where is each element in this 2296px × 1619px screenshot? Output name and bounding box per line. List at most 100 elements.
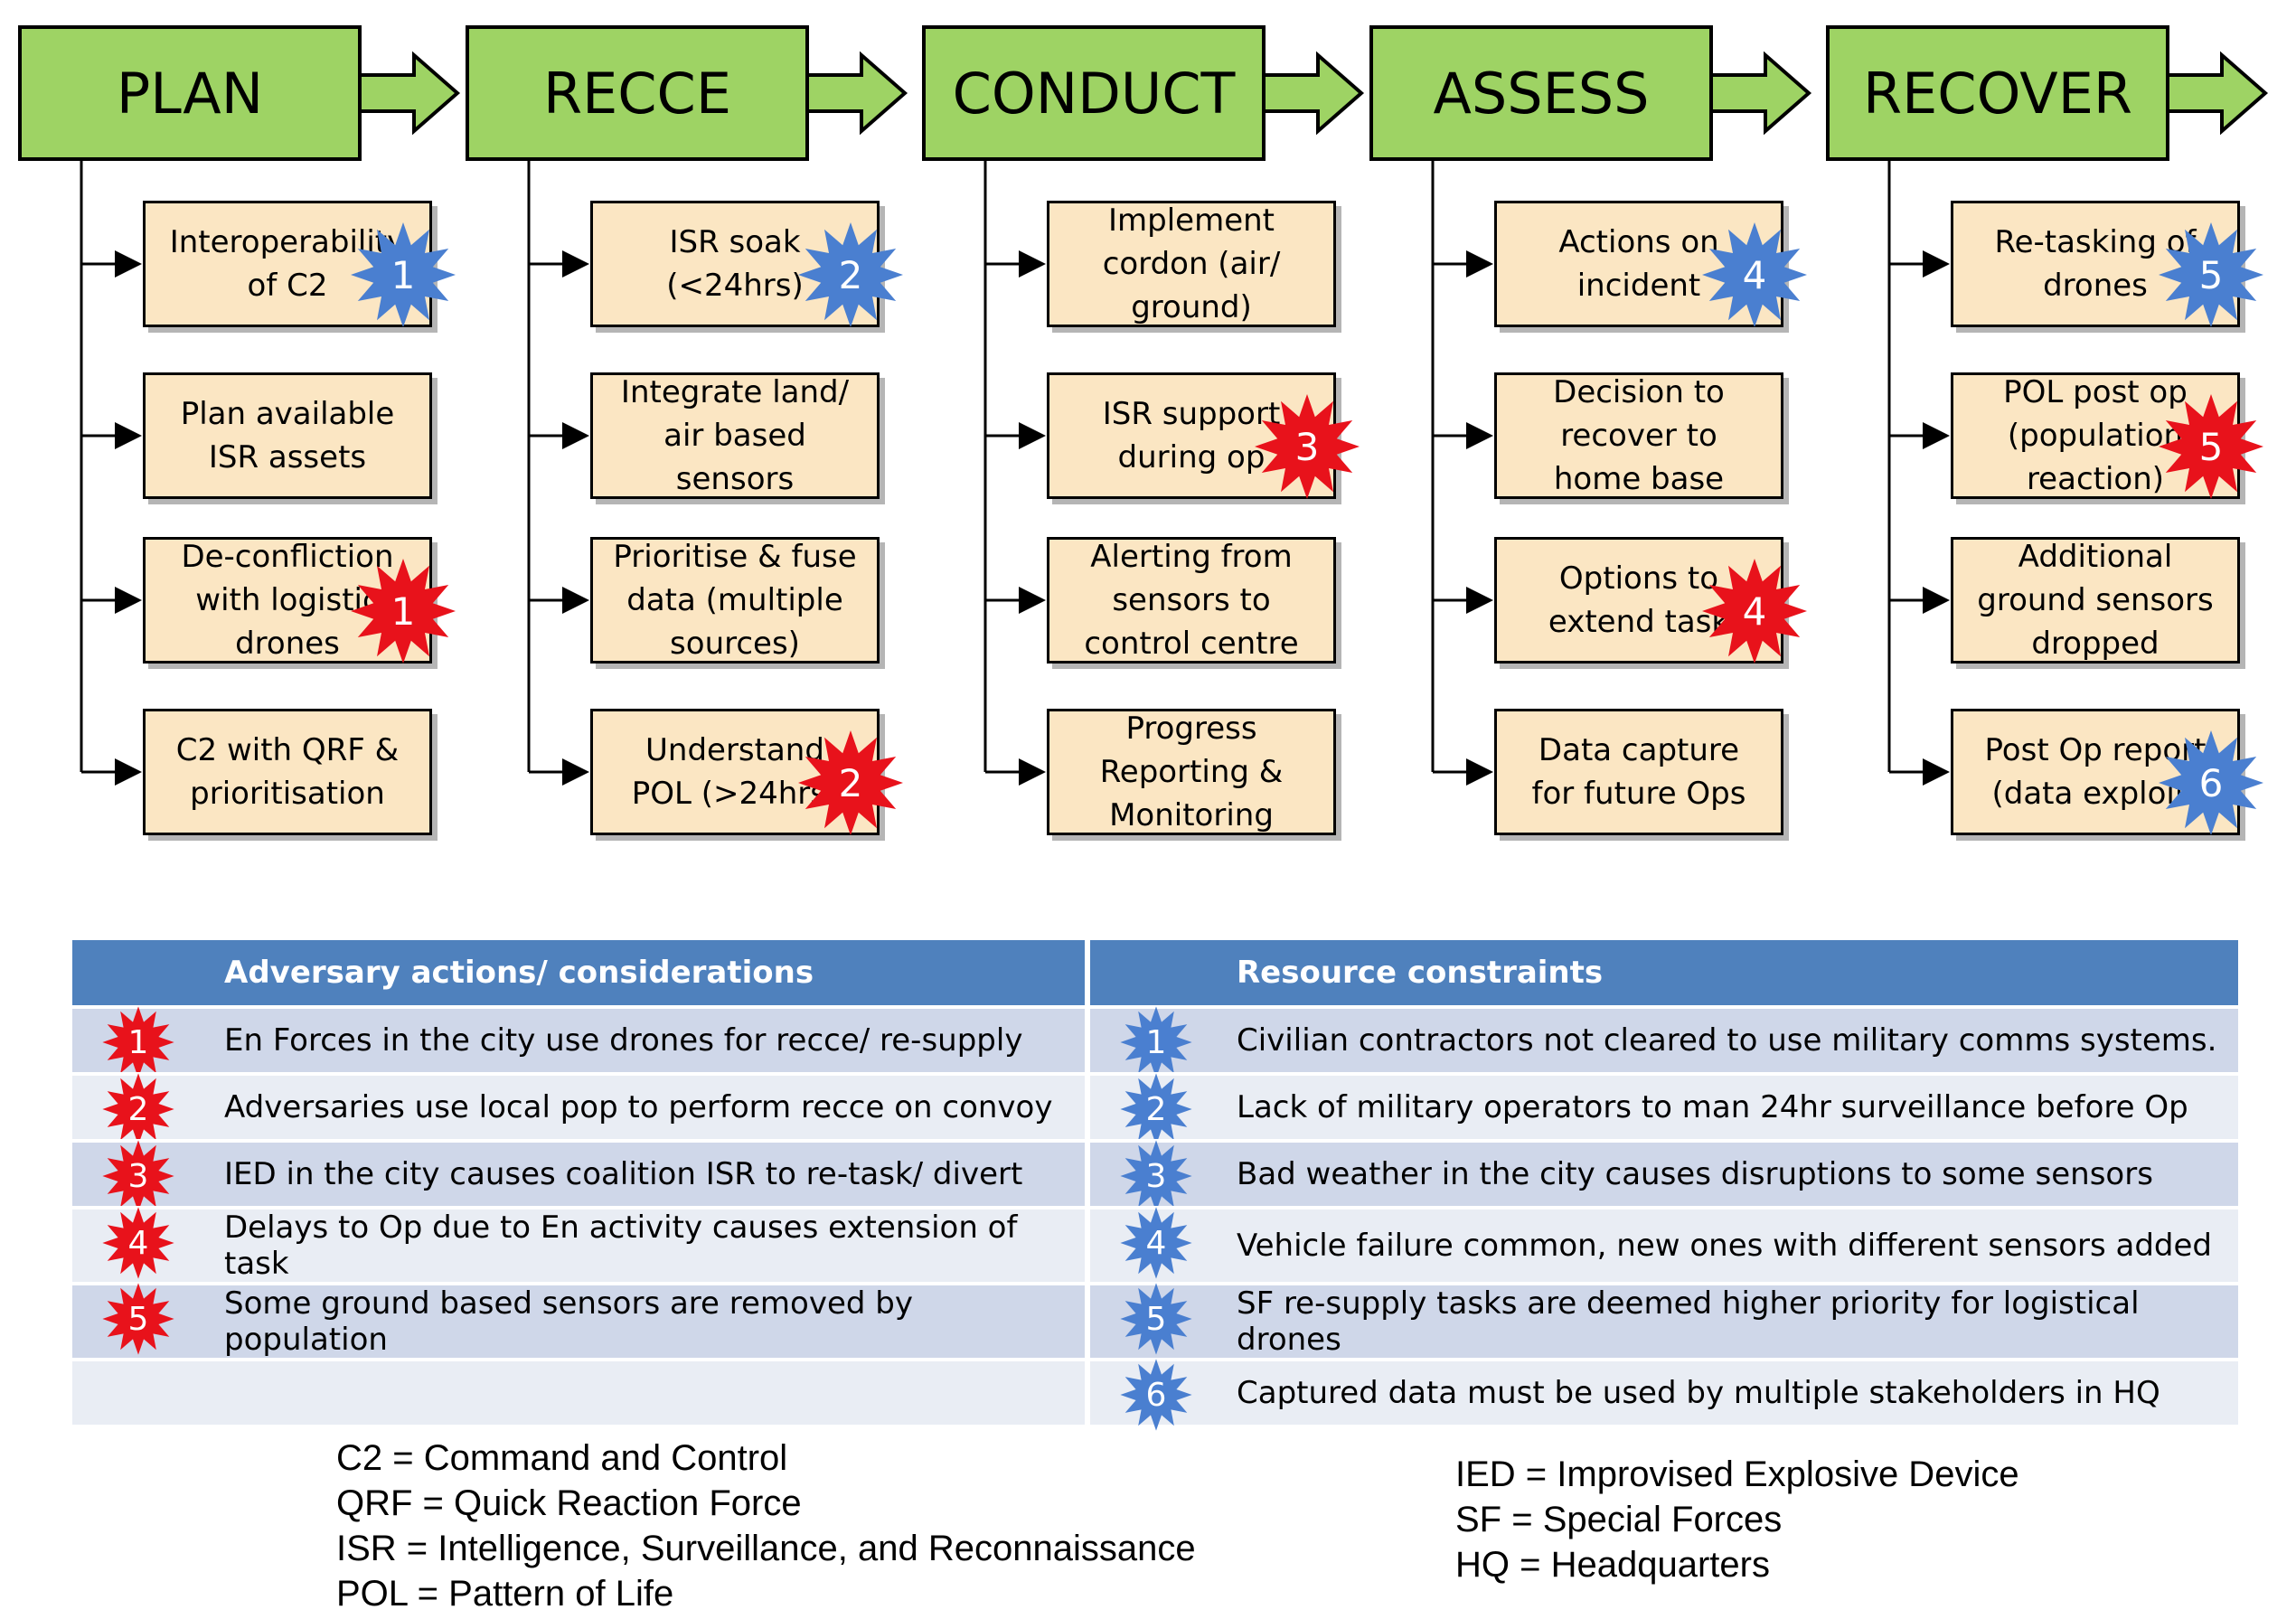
adversary-star-icon: 1 bbox=[349, 557, 457, 665]
phase-arrow bbox=[1260, 51, 1365, 136]
resource-star-icon: 2 bbox=[796, 221, 905, 329]
adversary-text: En Forces in the city use drones for rec… bbox=[199, 1005, 1085, 1072]
adversary-icon-cell: 1 bbox=[72, 1005, 199, 1078]
resource-text: Civilian contractors not cleared to use … bbox=[1211, 1005, 2238, 1072]
adversary-number: 3 bbox=[127, 1157, 149, 1195]
badge-number: 2 bbox=[838, 252, 863, 297]
phase-recover: RECOVER bbox=[1826, 25, 2169, 161]
legend-adversary-header: Adversary actions/ considerations bbox=[199, 940, 1085, 1005]
adversary-star-icon: 2 bbox=[101, 1072, 175, 1146]
adversary-text: Delays to Op due to En activity causes e… bbox=[199, 1206, 1085, 1282]
adversary-star-icon: 5 bbox=[101, 1282, 175, 1356]
adversary-text: IED in the city causes coalition ISR to … bbox=[199, 1139, 1085, 1206]
adversary-text bbox=[199, 1358, 1085, 1425]
abbreviation-sf: SF = Special Forces bbox=[1455, 1500, 1783, 1539]
adversary-text: Adversaries use local pop to perform rec… bbox=[199, 1072, 1085, 1139]
abbreviations-left: C2 = Command and Control QRF = Quick Rea… bbox=[336, 1435, 1196, 1616]
resource-star-icon: 6 bbox=[2157, 729, 2265, 837]
resource-star-icon: 6 bbox=[1119, 1358, 1193, 1432]
resource-icon-cell: 6 bbox=[1085, 1358, 1211, 1431]
adversary-number: 5 bbox=[127, 1300, 149, 1338]
resource-star-icon: 5 bbox=[2157, 221, 2265, 329]
abbreviation-qrf: QRF = Quick Reaction Force bbox=[336, 1483, 802, 1523]
badge-number: 1 bbox=[391, 252, 416, 297]
adversary-icon-cell bbox=[72, 1358, 199, 1425]
resource-icon-cell: 3 bbox=[1085, 1139, 1211, 1212]
adversary-star-icon: 3 bbox=[1253, 392, 1361, 501]
resource-number: 2 bbox=[1145, 1090, 1167, 1128]
legend-resource-header: Resource constraints bbox=[1211, 940, 2238, 1005]
step-box: C2 with QRF & prioritisation bbox=[143, 709, 432, 835]
resource-text: SF re-supply tasks are deemed higher pri… bbox=[1211, 1282, 2238, 1358]
step-box: Alerting from sensors to control centre bbox=[1047, 537, 1336, 664]
adversary-star-icon: 2 bbox=[796, 729, 905, 837]
step-box: Integrate land/ air based sensors bbox=[590, 372, 880, 499]
step-box: Progress Reporting & Monitoring bbox=[1047, 709, 1336, 835]
adversary-icon-cell: 2 bbox=[72, 1072, 199, 1145]
adversary-star-icon: 4 bbox=[101, 1206, 175, 1280]
resource-number: 6 bbox=[1145, 1376, 1167, 1414]
resource-number: 1 bbox=[1145, 1023, 1167, 1061]
connector-layer bbox=[80, 51, 2269, 786]
step-box: Plan available ISR assets bbox=[143, 372, 432, 499]
adversary-star-icon: 4 bbox=[1700, 557, 1809, 665]
badge-number: 3 bbox=[1294, 424, 1320, 469]
resource-icon-cell: 1 bbox=[1085, 1005, 1211, 1078]
legend-row: 2 Adversaries use local pop to perform re… bbox=[72, 1072, 2238, 1145]
adversary-icon-cell: 3 bbox=[72, 1139, 199, 1212]
badge-number: 4 bbox=[1742, 252, 1767, 297]
adversary-icon-cell: 4 bbox=[72, 1206, 199, 1282]
abbreviations-right: IED = Improvised Explosive Device SF = S… bbox=[1455, 1452, 2019, 1587]
phase-arrow bbox=[1708, 51, 1812, 136]
badge-number: 6 bbox=[2198, 760, 2224, 805]
abbreviation-ied: IED = Improvised Explosive Device bbox=[1455, 1454, 2019, 1494]
resource-text: Bad weather in the city causes disruptio… bbox=[1211, 1139, 2238, 1206]
resource-text: Lack of military operators to man 24hr s… bbox=[1211, 1072, 2238, 1139]
badge-number: 1 bbox=[391, 588, 416, 634]
resource-star-icon: 4 bbox=[1700, 221, 1809, 329]
resource-star-icon: 1 bbox=[1119, 1005, 1193, 1079]
adversary-star-icon: 5 bbox=[2157, 392, 2265, 501]
resource-icon-cell: 5 bbox=[1085, 1282, 1211, 1358]
phase-plan: PLAN bbox=[18, 25, 362, 161]
phase-recce: RECCE bbox=[466, 25, 809, 161]
resource-text: Captured data must be used by multiple s… bbox=[1211, 1358, 2238, 1425]
step-box: Implement cordon (air/ ground) bbox=[1047, 201, 1336, 327]
adversary-icon-cell: 5 bbox=[72, 1282, 199, 1358]
resource-icon-cell: 2 bbox=[1085, 1072, 1211, 1145]
adversary-star-icon: 3 bbox=[101, 1139, 175, 1213]
resource-star-icon: 2 bbox=[1119, 1072, 1193, 1146]
resource-star-icon: 5 bbox=[1119, 1282, 1193, 1356]
resource-number: 3 bbox=[1145, 1157, 1167, 1195]
abbreviation-isr: ISR = Intelligence, Surveillance, and Re… bbox=[336, 1529, 1196, 1568]
resource-number: 4 bbox=[1145, 1224, 1167, 1262]
phase-arrow bbox=[804, 51, 908, 136]
step-box: Decision to recover to home base bbox=[1494, 372, 1783, 499]
legend-row: 1 En Forces in the city use drones for re… bbox=[72, 1005, 2238, 1078]
legend-table: Adversary actions/ considerations Resour… bbox=[72, 940, 2238, 1431]
resource-text: Vehicle failure common, new ones with di… bbox=[1211, 1206, 2238, 1282]
resource-star-icon: 1 bbox=[349, 221, 457, 329]
phase-arrow bbox=[356, 51, 461, 136]
legend-row: 4 Delays to Op due to En activity causes … bbox=[72, 1206, 2238, 1282]
adversary-number: 1 bbox=[127, 1023, 149, 1061]
legend-resource-icon-header bbox=[1085, 940, 1211, 1005]
resource-icon-cell: 4 bbox=[1085, 1206, 1211, 1282]
badge-number: 4 bbox=[1742, 588, 1767, 634]
adversary-star-icon: 1 bbox=[101, 1005, 175, 1079]
resource-star-icon: 3 bbox=[1119, 1139, 1193, 1213]
adversary-number: 4 bbox=[127, 1224, 149, 1262]
step-box: Data capture for future Ops bbox=[1494, 709, 1783, 835]
legend-row: 3 IED in the city causes coalition ISR to… bbox=[72, 1139, 2238, 1212]
badge-number: 5 bbox=[2198, 252, 2224, 297]
step-box: Additional ground sensors dropped bbox=[1951, 537, 2240, 664]
phase-conduct: CONDUCT bbox=[922, 25, 1266, 161]
legend-row: 6 Captured data must be used by multiple … bbox=[72, 1358, 2238, 1431]
resource-number: 5 bbox=[1145, 1300, 1167, 1338]
badge-number: 2 bbox=[838, 760, 863, 805]
phase-arrow bbox=[2164, 51, 2269, 136]
badge-number: 5 bbox=[2198, 424, 2224, 469]
resource-star-icon: 4 bbox=[1119, 1206, 1193, 1280]
